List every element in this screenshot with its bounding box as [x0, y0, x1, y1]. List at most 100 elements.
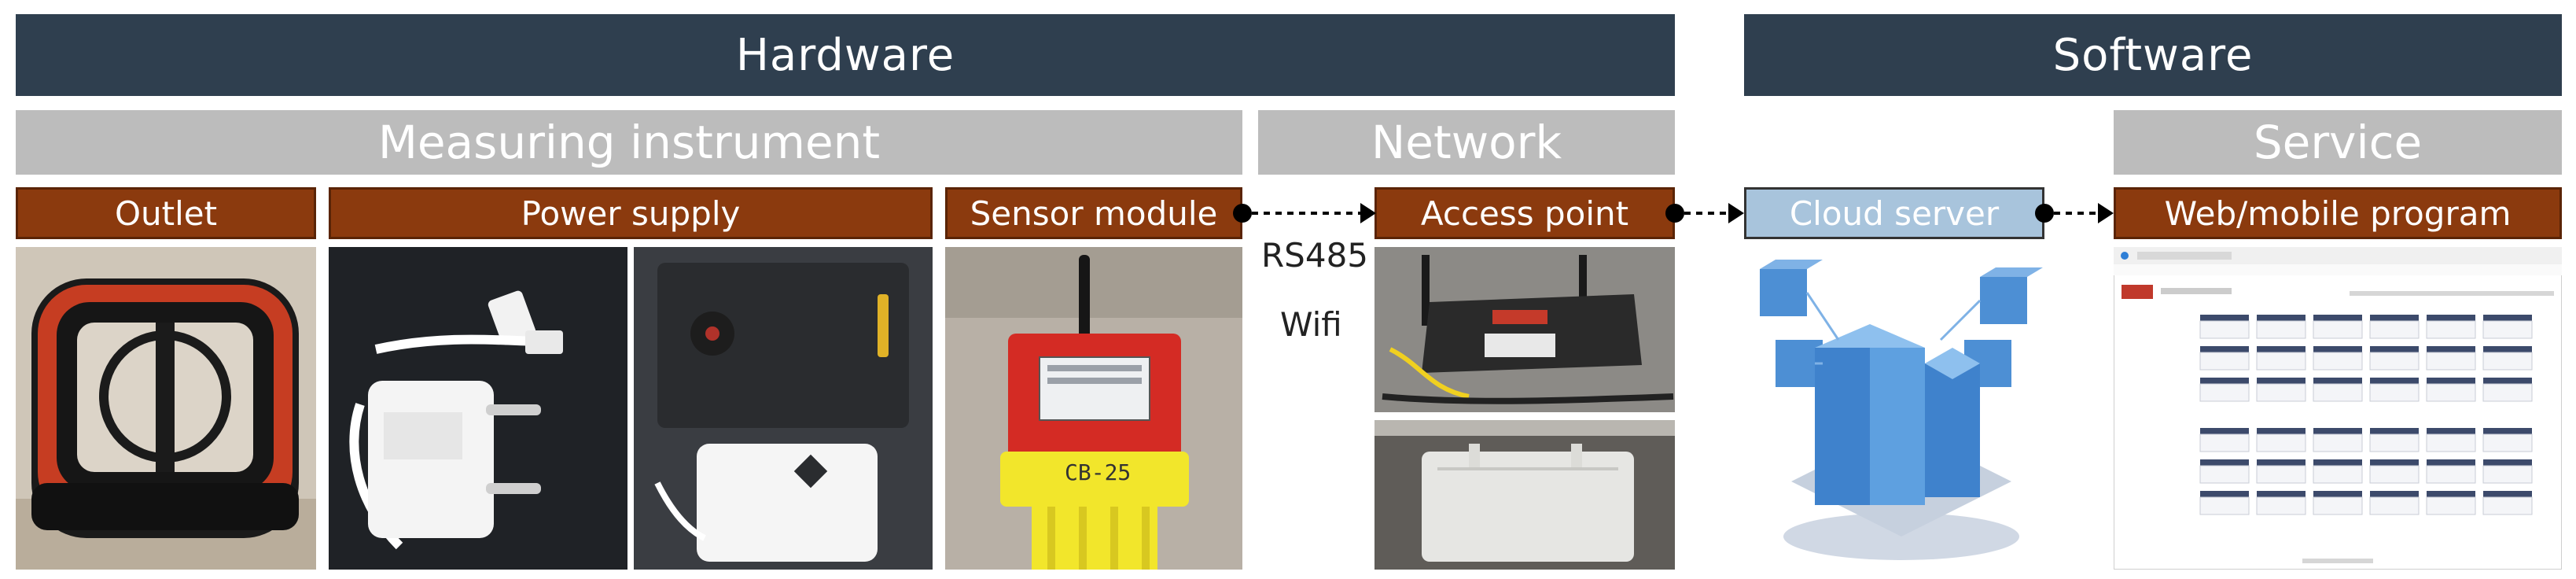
device-tile-body	[2256, 352, 2306, 371]
device-tile-body	[2199, 465, 2250, 484]
device-tile-body	[2482, 433, 2533, 452]
device-tile-grid-bottom	[2199, 428, 2533, 515]
device-tile-body	[2369, 433, 2420, 452]
device-tile-body	[2369, 383, 2420, 402]
hardware-header: Hardware	[16, 14, 1675, 96]
device-tile-header	[2313, 491, 2362, 497]
device-tile-body	[2313, 433, 2363, 452]
arrow-cloud-to-web	[2035, 203, 2114, 223]
device-tile-header	[2483, 378, 2532, 384]
device-tile-header	[2483, 459, 2532, 466]
device-tile-header	[2427, 346, 2475, 352]
device-tile-header	[2427, 428, 2475, 434]
device-tile-header	[2200, 346, 2249, 352]
outlet-photo	[16, 247, 316, 570]
access-point-photo-2	[1374, 420, 1675, 570]
device-tile-header	[2200, 459, 2249, 466]
device-tile-body	[2426, 433, 2476, 452]
device-tile-body	[2426, 465, 2476, 484]
device-tile-body	[2199, 496, 2250, 515]
outlet-label: Outlet	[16, 187, 316, 239]
protocol-rs485: RS485	[1261, 236, 1369, 275]
device-tile-header	[2257, 459, 2306, 466]
cloud-server-icon	[1760, 260, 2043, 560]
device-tile-body	[2256, 320, 2306, 339]
device-tile-header	[2313, 346, 2362, 352]
device-tile-body	[2256, 383, 2306, 402]
device-tile-body	[2313, 496, 2363, 515]
device-tile-header	[2370, 346, 2419, 352]
device-tile-header	[2483, 315, 2532, 321]
arrow-sensor-to-access-point	[1233, 203, 1376, 223]
device-tile-header	[2313, 315, 2362, 321]
access-point-photo-1	[1374, 247, 1675, 412]
device-tile-header	[2427, 491, 2475, 497]
device-tile-body	[2426, 496, 2476, 515]
device-tile-header	[2313, 428, 2362, 434]
web-program-screenshot	[2114, 247, 2562, 570]
power-supply-label: Power supply	[329, 187, 933, 239]
device-tile-header	[2370, 491, 2419, 497]
device-tile-header	[2257, 428, 2306, 434]
device-tile-body	[2482, 352, 2533, 371]
device-tile-header	[2427, 315, 2475, 321]
device-tile-header	[2370, 378, 2419, 384]
device-tile-header	[2313, 459, 2362, 466]
device-tile-header	[2483, 346, 2532, 352]
measuring-instrument-section: Measuring instrument	[16, 110, 1242, 175]
charger-photo	[329, 247, 627, 570]
device-tile-header	[2427, 459, 2475, 466]
service-section: Service	[2114, 110, 2562, 175]
device-tile-body	[2482, 465, 2533, 484]
device-tile-body	[2199, 320, 2250, 339]
device-tile-body	[2426, 383, 2476, 402]
sensor-handwritten-label: CB-25	[1065, 459, 1132, 485]
device-tile-grid-top	[2199, 315, 2533, 402]
device-tile-header	[2313, 378, 2362, 384]
device-tile-header	[2483, 491, 2532, 497]
protocol-wifi: Wifi	[1280, 305, 1342, 344]
device-tile-body	[2369, 320, 2420, 339]
device-tile-header	[2257, 378, 2306, 384]
battery-photo	[634, 247, 933, 570]
device-tile-body	[2256, 433, 2306, 452]
device-tile-header	[2370, 315, 2419, 321]
device-tile-header	[2370, 459, 2419, 466]
device-tile-body	[2426, 352, 2476, 371]
connector-arrows	[1233, 203, 2114, 223]
device-tile-body	[2256, 465, 2306, 484]
device-tile-body	[2369, 465, 2420, 484]
device-tile-header	[2370, 428, 2419, 434]
device-tile-header	[2257, 346, 2306, 352]
device-tile-header	[2257, 491, 2306, 497]
device-tile-body	[2369, 496, 2420, 515]
access-point-label: Access point	[1374, 187, 1675, 239]
device-tile-body	[2426, 320, 2476, 339]
device-tile-body	[2482, 496, 2533, 515]
device-tile-body	[2199, 383, 2250, 402]
device-tile-header	[2200, 315, 2249, 321]
sensor-module-label: Sensor module	[945, 187, 1242, 239]
software-header: Software	[1744, 14, 2562, 96]
device-tile-body	[2313, 465, 2363, 484]
device-tile-body	[2199, 433, 2250, 452]
device-tile-header	[2427, 378, 2475, 384]
device-tile-body	[2256, 496, 2306, 515]
network-section: Network	[1258, 110, 1675, 175]
device-tile-body	[2482, 383, 2533, 402]
device-tile-header	[2257, 315, 2306, 321]
device-tile-header	[2483, 428, 2532, 434]
device-tile-body	[2313, 320, 2363, 339]
device-tile-body	[2369, 352, 2420, 371]
device-tile-header	[2200, 428, 2249, 434]
device-tile-body	[2199, 352, 2250, 371]
device-tile-header	[2200, 491, 2249, 497]
device-tile-body	[2313, 383, 2363, 402]
cloud-server-label: Cloud server	[1744, 187, 2044, 239]
sensor-module-photo: CB-25	[945, 247, 1242, 570]
arrow-access-point-to-cloud	[1665, 203, 1744, 223]
web-mobile-program-label: Web/mobile program	[2114, 187, 2562, 239]
device-tile-body	[2482, 320, 2533, 339]
device-tile-body	[2313, 352, 2363, 371]
device-tile-header	[2200, 378, 2249, 384]
